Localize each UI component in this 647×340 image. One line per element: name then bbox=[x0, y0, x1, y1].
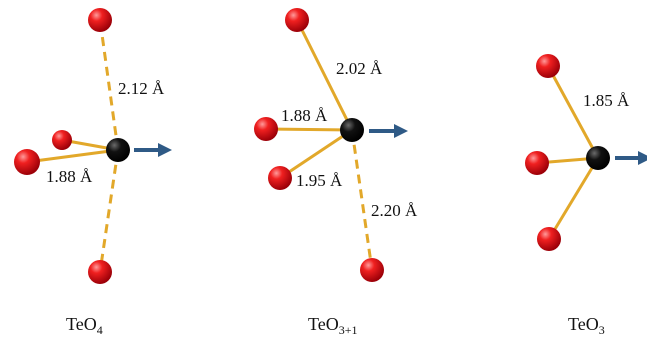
teo3plus1-bond-long bbox=[350, 129, 374, 271]
teo4-equatorial-distance-label: 1.88 Å bbox=[46, 167, 93, 186]
teo3plus1-structure: 2.02 Å 1.88 Å 1.95 Å 2.20 Å TeO3+1 bbox=[254, 8, 418, 337]
teo4-axial-bond-bottom bbox=[98, 149, 120, 273]
teo4-oxygen-atom-left bbox=[14, 149, 40, 175]
teo3plus1-oxygen-atom-left bbox=[254, 117, 278, 141]
teo4-axial-bond-top bbox=[98, 19, 120, 151]
teo3plus1-oxygen-atom-bottom bbox=[360, 258, 384, 282]
teo3plus1-lower-distance-label: 1.95 Å bbox=[296, 171, 343, 190]
teo3plus1-bond-left bbox=[265, 127, 353, 132]
teo4-oxygen-atom-bottom bbox=[88, 260, 112, 284]
teo3plus1-long-distance-label: 2.20 Å bbox=[371, 201, 418, 220]
teo4-structure: 2.12 Å 1.88 Å TeO4 bbox=[14, 8, 172, 337]
teo4-formula: TeO4 bbox=[66, 314, 103, 337]
teo3plus1-left-distance-label: 1.88 Å bbox=[281, 106, 328, 125]
teo3-oxygen-atom-left bbox=[525, 151, 549, 175]
teo3plus1-oxygen-atom-top bbox=[285, 8, 309, 32]
teo4-equatorial-bond-left bbox=[26, 148, 119, 164]
teo3-oxygen-atom-bottom bbox=[537, 227, 561, 251]
teo3-bond-bottom bbox=[547, 157, 600, 240]
teo3plus1-tellurium-atom bbox=[340, 118, 364, 142]
teo4-oxygen-atom-top bbox=[88, 8, 112, 32]
teo3plus1-bond-top bbox=[295, 19, 354, 131]
teo3plus1-lone-pair-arrow-icon bbox=[369, 124, 408, 138]
teo3-lone-pair-arrow-icon bbox=[615, 151, 647, 165]
teo3-oxygen-atom-top bbox=[536, 54, 560, 78]
teo3-formula: TeO3 bbox=[568, 314, 605, 337]
teo3-structure: 1.85 Å TeO3 bbox=[525, 54, 647, 337]
teo3plus1-oxygen-atom-lower bbox=[268, 166, 292, 190]
teo3plus1-bond-lower bbox=[279, 128, 353, 180]
teo3-tellurium-atom bbox=[586, 146, 610, 170]
teo4-axial-distance-label: 2.12 Å bbox=[118, 79, 165, 98]
teo3plus1-top-distance-label: 2.02 Å bbox=[336, 59, 383, 78]
teo4-tellurium-atom bbox=[106, 138, 130, 162]
teo3-distance-label: 1.85 Å bbox=[583, 91, 630, 110]
teo3-bond-top bbox=[546, 65, 600, 159]
teo4-oxygen-atom-back bbox=[52, 130, 72, 150]
teo3plus1-formula: TeO3+1 bbox=[308, 314, 358, 337]
teo4-lone-pair-arrow-icon bbox=[134, 143, 172, 157]
